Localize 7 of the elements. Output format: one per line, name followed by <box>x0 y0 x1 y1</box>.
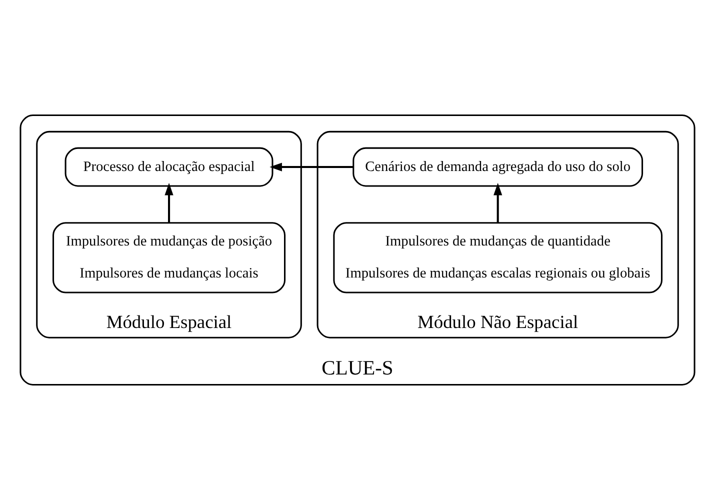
node-box: Impulsores de mudanças de posição Impulsores de mudanças locais <box>52 222 286 293</box>
arrow <box>494 182 502 222</box>
arrow <box>270 162 354 171</box>
node-box: Impulsores de mudanças de quantidade Impulsores de mudanças escalas regionais ou globais <box>333 222 663 293</box>
node-box: Processo de alocação espacial <box>64 146 274 186</box>
node-box: Cenários de demanda agregada do uso do solo <box>352 146 644 186</box>
arrow <box>164 182 174 222</box>
